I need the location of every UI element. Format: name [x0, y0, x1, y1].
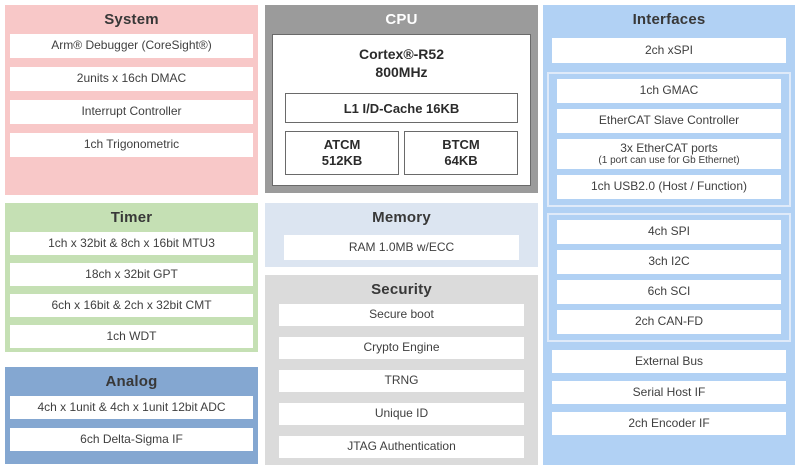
- security-item-trng: TRNG: [279, 370, 524, 392]
- interfaces-ethernet-group: 1ch GMAC EtherCAT Slave Controller 3x Et…: [547, 72, 791, 207]
- interfaces-bottom-group: External Bus Serial Host IF 2ch Encoder …: [543, 350, 795, 435]
- interfaces-item-i2c: 3ch I2C: [557, 250, 781, 274]
- interfaces-item-spi: 4ch SPI: [557, 220, 781, 244]
- atcm-size: 512KB: [321, 153, 363, 168]
- btcm-size: 64KB: [444, 153, 478, 168]
- cpu-core-frequency: 800MHz: [375, 63, 428, 80]
- cpu-block: CPU Cortex®-R52 800MHz L1 I/D-Cache 16KB…: [265, 5, 538, 193]
- interfaces-item-usb: 1ch USB2.0 (Host / Function): [557, 175, 781, 199]
- cpu-l1-cache-box: L1 I/D-Cache 16KB: [285, 93, 518, 123]
- cpu-tcm-row: ATCM 512KB BTCM 64KB: [273, 131, 530, 175]
- timer-item-wdt: 1ch WDT: [10, 325, 253, 348]
- security-item-jtag-auth: JTAG Authentication: [279, 436, 524, 458]
- memory-block: Memory RAM 1.0MB w/ECC: [265, 203, 538, 267]
- timer-item-mtu3: 1ch x 32bit & 8ch x 16bit MTU3: [10, 232, 253, 255]
- interfaces-item-sci: 6ch SCI: [557, 280, 781, 304]
- timer-item-gpt: 18ch x 32bit GPT: [10, 263, 253, 286]
- interfaces-item-xspi: 2ch xSPI: [552, 38, 786, 63]
- interfaces-block: Interfaces 2ch xSPI 1ch GMAC EtherCAT Sl…: [543, 5, 795, 465]
- cpu-title: CPU: [385, 11, 418, 28]
- interfaces-item-ethercat-ports: 3x EtherCAT ports (1 port can use for Gb…: [557, 139, 781, 169]
- interfaces-item-gmac: 1ch GMAC: [557, 79, 781, 103]
- security-item-crypto-engine: Crypto Engine: [279, 337, 524, 359]
- analog-title: Analog: [105, 373, 158, 390]
- memory-title: Memory: [372, 209, 431, 226]
- ethercat-ports-line1: 3x EtherCAT ports: [620, 140, 718, 155]
- interfaces-item-encoder-if: 2ch Encoder IF: [552, 412, 786, 435]
- memory-item-ram: RAM 1.0MB w/ECC: [284, 235, 519, 260]
- system-item-dmac: 2units x 16ch DMAC: [10, 67, 253, 91]
- interfaces-item-external-bus: External Bus: [552, 350, 786, 373]
- interfaces-item-serial-host-if: Serial Host IF: [552, 381, 786, 404]
- timer-block: Timer 1ch x 32bit & 8ch x 16bit MTU3 18c…: [5, 203, 258, 352]
- system-block: System Arm® Debugger (CoreSight®) 2units…: [5, 5, 258, 195]
- interfaces-item-ethercat-slave: EtherCAT Slave Controller: [557, 109, 781, 133]
- interfaces-title: Interfaces: [632, 11, 706, 28]
- analog-item-adc: 4ch x 1unit & 4ch x 1unit 12bit ADC: [10, 396, 253, 419]
- analog-block: Analog 4ch x 1unit & 4ch x 1unit 12bit A…: [5, 367, 258, 464]
- system-title: System: [104, 11, 159, 28]
- timer-title: Timer: [110, 209, 153, 226]
- analog-item-delta-sigma: 6ch Delta-Sigma IF: [10, 428, 253, 451]
- security-block: Security Secure boot Crypto Engine TRNG …: [265, 275, 538, 465]
- system-item-debugger: Arm® Debugger (CoreSight®): [10, 34, 253, 58]
- system-item-trigonometric: 1ch Trigonometric: [10, 133, 253, 157]
- btcm-label: BTCM: [442, 136, 480, 152]
- cpu-core-name: Cortex®-R52: [358, 46, 444, 62]
- security-item-unique-id: Unique ID: [279, 403, 524, 425]
- system-item-interrupt-controller: Interrupt Controller: [10, 100, 253, 124]
- interfaces-serial-group: 4ch SPI 3ch I2C 6ch SCI 2ch CAN-FD: [547, 213, 791, 342]
- security-title: Security: [371, 281, 432, 298]
- btcm-box: BTCM 64KB: [404, 131, 518, 175]
- timer-item-cmt: 6ch x 16bit & 2ch x 32bit CMT: [10, 294, 253, 317]
- security-item-secure-boot: Secure boot: [279, 304, 524, 326]
- atcm-label: ATCM: [323, 136, 361, 152]
- atcm-box: ATCM 512KB: [285, 131, 399, 175]
- interfaces-item-can-fd: 2ch CAN-FD: [557, 310, 781, 334]
- cpu-core-box: Cortex®-R52 800MHz L1 I/D-Cache 16KB ATC…: [272, 34, 531, 186]
- ethercat-ports-line2: (1 port can use for Gb Ethernet): [598, 155, 740, 167]
